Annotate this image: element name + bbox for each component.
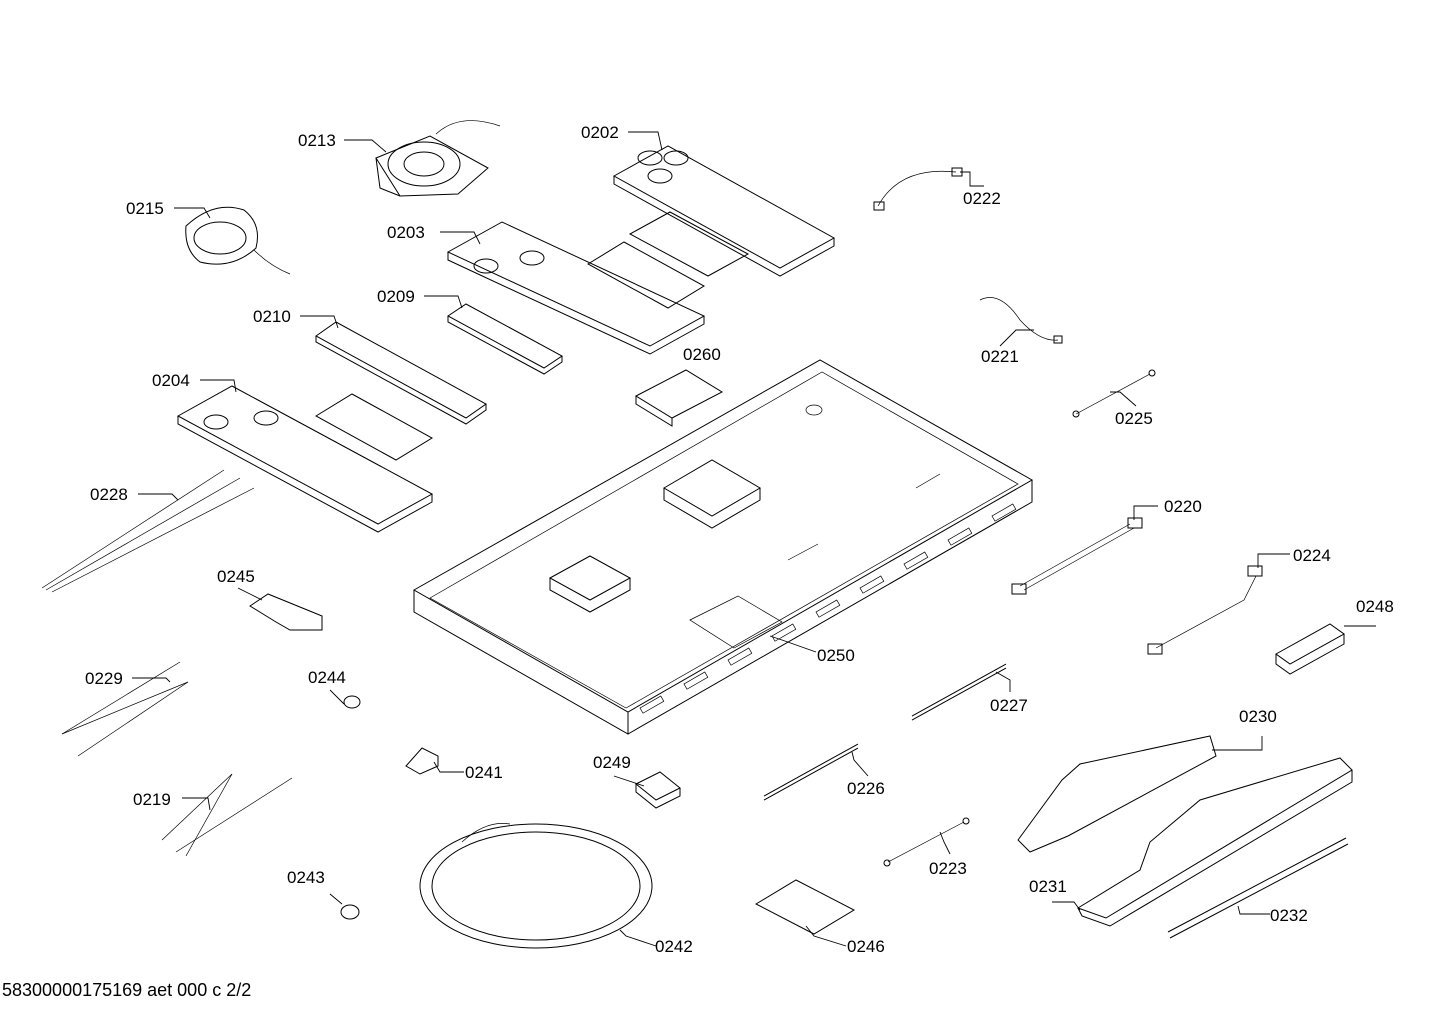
part-0232-rail [1167, 837, 1349, 939]
label-0222: 0222 [963, 189, 1001, 208]
label-0248: 0248 [1356, 597, 1394, 616]
label-0227: 0227 [990, 696, 1028, 715]
part-0243-grommet [340, 904, 360, 920]
part-0260-plate [634, 369, 724, 427]
label-0202: 0202 [581, 123, 619, 142]
part-0229-wires [61, 661, 189, 757]
label-0219: 0219 [133, 790, 171, 809]
part-0209-board [447, 303, 563, 375]
label-0228: 0228 [90, 485, 128, 504]
part-0215-blower [185, 206, 291, 275]
label-0226: 0226 [847, 779, 885, 798]
label-0241: 0241 [465, 763, 503, 782]
label-0210: 0210 [253, 307, 291, 326]
document-id-footer: 58300000175169 aet 000 c 2/2 [2, 980, 252, 1000]
part-0231-housing [1076, 757, 1353, 927]
label-0242: 0242 [655, 937, 693, 956]
part-0202-board [612, 145, 836, 277]
part-0203-board [446, 221, 706, 355]
label-0225: 0225 [1115, 409, 1153, 428]
label-0232: 0232 [1270, 906, 1308, 925]
label-0215: 0215 [126, 199, 164, 218]
label-0220: 0220 [1164, 497, 1202, 516]
label-0204: 0204 [152, 371, 190, 390]
part-0227-strip [911, 663, 1007, 721]
label-0250: 0250 [817, 646, 855, 665]
part-0244-knob [343, 695, 361, 709]
part-0250-tray [412, 359, 1034, 735]
part-0228-wires [41, 469, 255, 593]
part-0242-hose [419, 823, 653, 949]
label-0213: 0213 [298, 131, 336, 150]
part-0230-board [1017, 735, 1217, 853]
label-0245: 0245 [217, 567, 255, 586]
label-0243: 0243 [287, 868, 325, 887]
label-0244: 0244 [308, 668, 346, 687]
label-0260: 0260 [683, 345, 721, 364]
label-0223: 0223 [929, 859, 967, 878]
label-0209: 0209 [377, 287, 415, 306]
part-0204-board [176, 385, 434, 533]
part-0225-wire [1072, 369, 1156, 418]
label-0246: 0246 [847, 937, 885, 956]
label-0230: 0230 [1239, 707, 1277, 726]
part-0241-clip [405, 747, 439, 775]
part-0245-bracket [249, 593, 323, 631]
label-0221: 0221 [981, 347, 1019, 366]
part-0224-cable [1147, 565, 1263, 655]
label-0224: 0224 [1293, 546, 1331, 565]
label-0203: 0203 [387, 223, 425, 242]
part-0246-cover [754, 879, 856, 935]
label-0229: 0229 [85, 669, 123, 688]
part-0248-bracket [1275, 623, 1345, 675]
part-0213-fan [375, 120, 501, 197]
label-0231: 0231 [1029, 877, 1067, 896]
part-0226-strip [763, 743, 859, 801]
part-labels: 0213 0202 0215 0222 0203 0209 0210 0260 … [85, 123, 1394, 956]
part-0222-cable [873, 167, 963, 211]
part-0219-wires [161, 773, 293, 857]
part-0210-board [315, 321, 487, 425]
part-0249-terminal [635, 771, 681, 809]
part-0220-cable [1011, 517, 1143, 595]
label-0249: 0249 [593, 753, 631, 772]
leader-lines [132, 131, 1376, 947]
part-0221-cable [979, 297, 1063, 344]
part-0223-wire [883, 817, 970, 867]
